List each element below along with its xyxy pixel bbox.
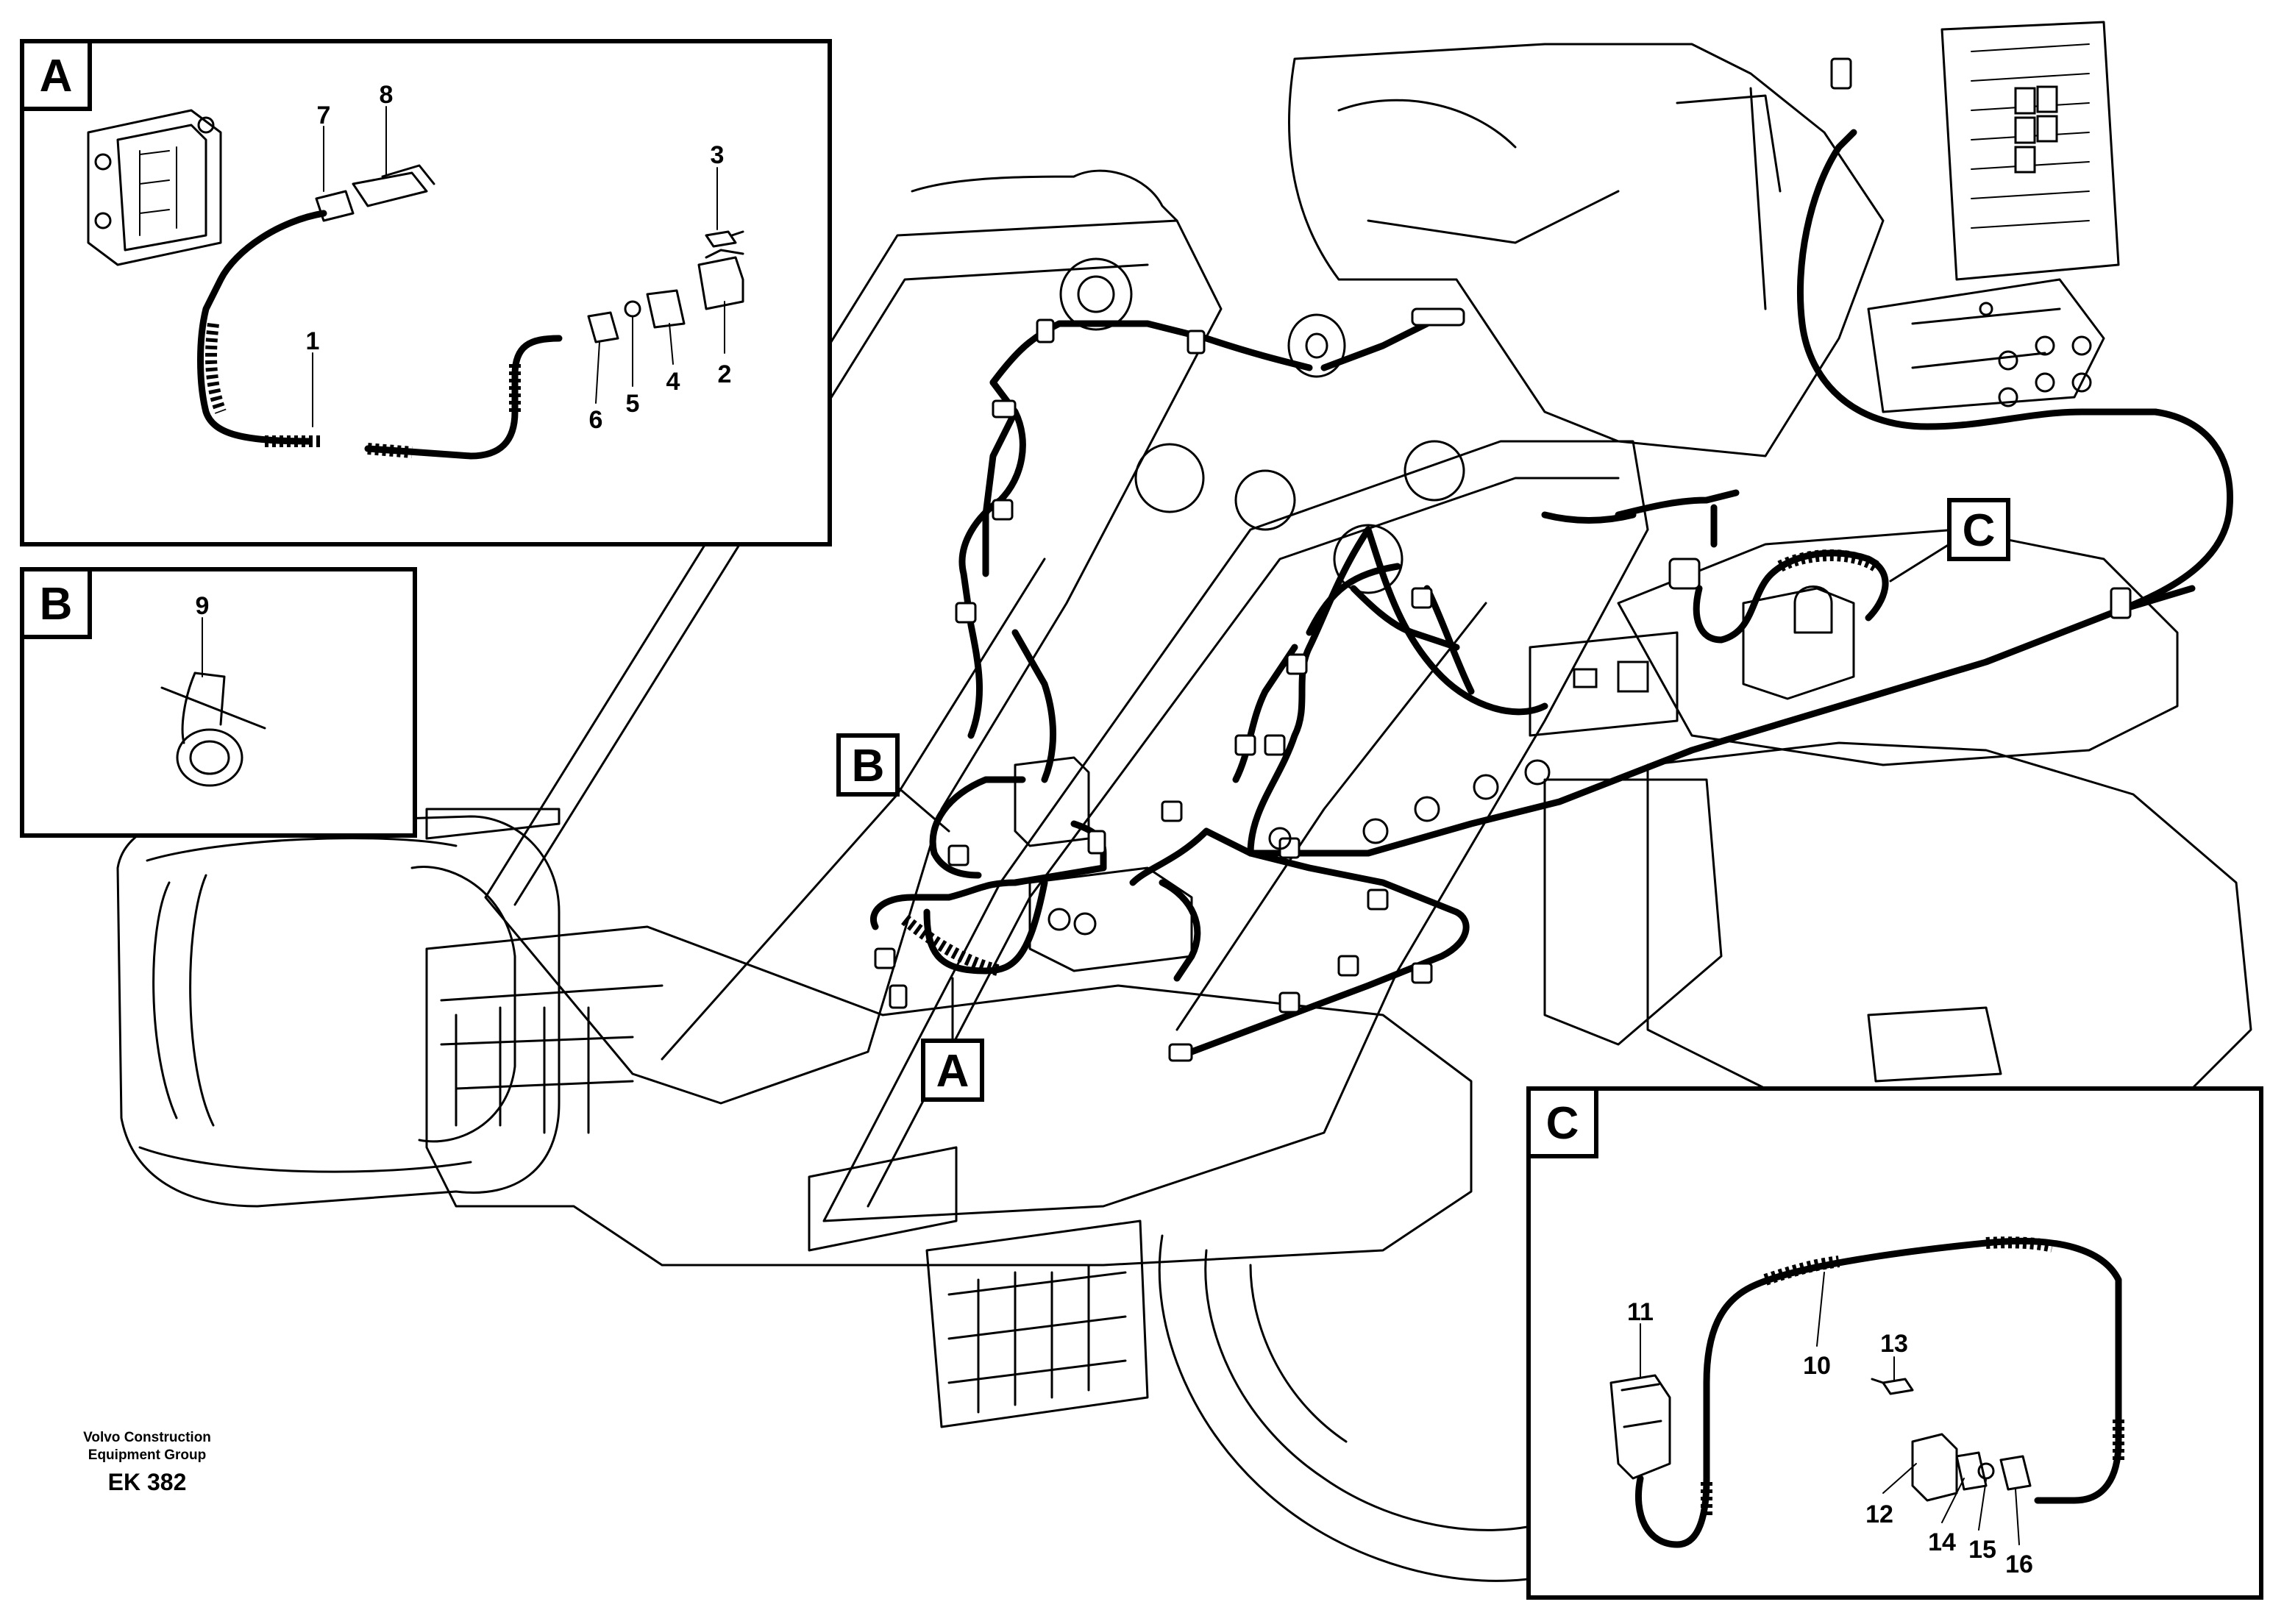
callout-c-label: 16 [2005, 1550, 2033, 1578]
svg-text:C: C [1546, 1098, 1579, 1149]
svg-text:B: B [40, 579, 73, 630]
wiring-harness [870, 129, 2233, 1055]
callout-a-label: 3 [711, 141, 725, 169]
marker-c-main: C [1889, 498, 2010, 583]
machine-frame-drawing [116, 21, 2252, 1582]
callout-a-label: 4 [666, 368, 680, 396]
callout-c-label: 14 [1928, 1528, 1956, 1556]
marker-a-main: A [921, 977, 984, 1102]
footer-reference: EK 382 [108, 1469, 187, 1495]
harness-clips [874, 57, 2132, 1062]
callout-b-label: 9 [196, 592, 210, 620]
callout-a-label: 7 [317, 102, 331, 129]
footer-credit: Volvo Construction Equipment Group EK 38… [83, 1430, 211, 1495]
callout-c-label: 13 [1880, 1330, 1908, 1358]
callout-c-label: 12 [1865, 1500, 1893, 1528]
callout-a-label: 5 [626, 390, 640, 418]
footer-line-2: Equipment Group [88, 1447, 206, 1463]
marker-b-main: B [836, 733, 950, 833]
callout-a: A 7 8 [20, 39, 832, 546]
callout-c: C 11 13 10 12 14 15 16 [1526, 1086, 2263, 1600]
svg-text:C: C [1963, 505, 1996, 556]
callout-a-label: 1 [306, 327, 320, 355]
callout-c-label: 11 [1627, 1298, 1654, 1326]
callout-c-label: 10 [1803, 1352, 1831, 1380]
svg-text:A: A [40, 51, 73, 102]
footer-line-1: Volvo Construction [83, 1430, 211, 1445]
callout-a-label: 8 [380, 81, 394, 109]
svg-text:A: A [936, 1046, 970, 1097]
svg-text:B: B [852, 741, 885, 791]
callout-a-label: 6 [589, 406, 603, 434]
callout-c-label: 15 [1968, 1536, 1996, 1564]
callout-a-label: 2 [718, 360, 732, 388]
callout-b: B 9 [20, 567, 417, 838]
